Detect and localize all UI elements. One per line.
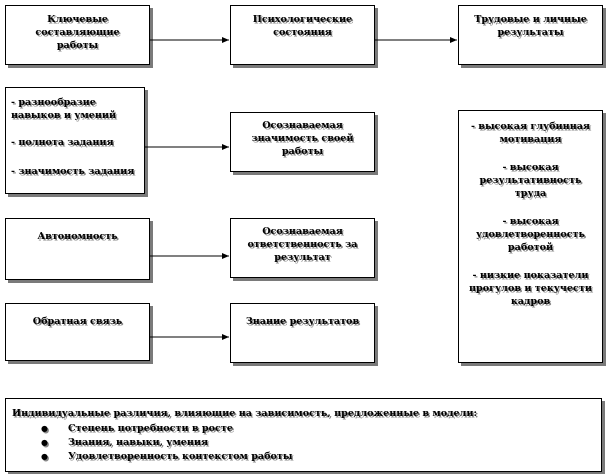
outcome-line: кадров <box>510 296 551 307</box>
list-item: ● Знания, навыки, умения <box>41 436 595 450</box>
state-line: ответственность за <box>247 239 358 250</box>
header-line: Трудовые и личные <box>474 14 587 25</box>
list-item: ● Степень потребности в росте <box>41 422 595 436</box>
outcome-line: мотивация <box>499 134 562 145</box>
list-item-label: Знания, навыки, умения <box>68 437 209 448</box>
characteristic-item: - разнообразие навыков и умений <box>11 97 117 121</box>
header-outcomes: Трудовые и личные результаты <box>458 5 603 65</box>
feedback-box: Обратная связь <box>5 303 150 361</box>
state-line: Знание результатов <box>245 316 360 327</box>
outcome-line: - высокая <box>502 216 559 227</box>
header-key-characteristics: Ключевые составляющие работы <box>5 5 150 65</box>
outcome-line: труда <box>514 188 547 199</box>
outcome-line: - высокая глубинная <box>470 121 591 132</box>
state-line: значимость своей <box>251 133 354 144</box>
outcome-line: - высокая <box>502 162 559 173</box>
outcome-item: - высокая результативность труда <box>459 161 602 200</box>
autonomy-label: Автономность <box>37 231 118 242</box>
responsibility-box: Осознаваемая ответственность за результа… <box>230 218 375 278</box>
header-line: Психологические <box>252 14 353 25</box>
bullet-icon: ● <box>41 451 48 461</box>
individual-differences-list: ● Степень потребности в росте ● Знания, … <box>12 422 595 464</box>
outcome-item: - низкие показатели прогулов и текучести… <box>459 269 602 308</box>
bullet-icon: ● <box>41 423 48 433</box>
outcomes-list-box: - высокая глубинная мотивация - высокая … <box>458 110 603 363</box>
list-item-label: Удовлетворенность контекстом работы <box>68 451 293 462</box>
state-line: Осознаваемая <box>262 120 343 131</box>
outcome-item: - высокая глубинная мотивация <box>459 120 602 146</box>
state-line: результат <box>274 252 331 263</box>
characteristic-item: - значимость задания <box>11 166 135 177</box>
bullet-icon: ● <box>41 437 48 447</box>
outcome-line: удовлетворенность <box>475 229 586 240</box>
header-line: Ключевые <box>47 14 108 25</box>
autonomy-box: Автономность <box>5 218 150 280</box>
individual-differences-title: Индивидуальные различия, влияющие на зав… <box>12 408 478 419</box>
state-line: работы <box>281 146 324 157</box>
individual-differences-box: Индивидуальные различия, влияющие на зав… <box>5 398 602 472</box>
list-item: ● Удовлетворенность контекстом работы <box>41 450 595 464</box>
state-line: Осознаваемая <box>262 226 343 237</box>
header-line: результаты <box>497 27 564 38</box>
outcome-line: работой <box>507 242 554 253</box>
header-line: работы <box>56 40 99 51</box>
knowledge-of-results-box: Знание результатов <box>230 303 375 363</box>
header-psychological-states: Психологические состояния <box>230 5 375 65</box>
skills-variety-box: - разнообразие навыков и умений - полнот… <box>5 87 145 194</box>
meaningfulness-box: Осознаваемая значимость своей работы <box>230 112 375 172</box>
characteristic-item: - полнота задания <box>11 137 114 148</box>
header-line: состояния <box>273 27 332 38</box>
outcome-item: - высокая удовлетворенность работой <box>459 215 602 254</box>
list-item-label: Степень потребности в росте <box>68 423 233 434</box>
outcome-line: - низкие показатели <box>472 270 589 281</box>
outcome-line: результативность <box>479 175 582 186</box>
feedback-label: Обратная связь <box>32 316 123 327</box>
outcome-line: прогулов и текучести <box>469 283 592 294</box>
header-line: составляющие <box>35 27 120 38</box>
